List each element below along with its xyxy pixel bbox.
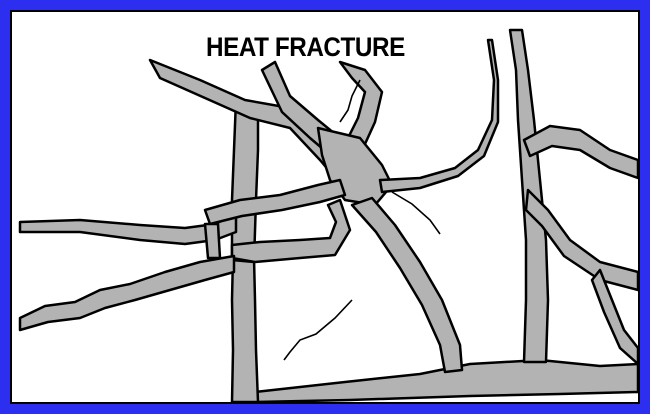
crack-right-upper-branch: [524, 126, 638, 178]
crack-upper-left-horizontal: [205, 180, 345, 224]
hairline-crack-top: [340, 80, 360, 122]
diagram-title: HEAT FRACTURE: [206, 32, 440, 63]
crack-lower-left-wavy: [20, 256, 234, 330]
hairline-crack-center: [392, 192, 440, 234]
hairline-crack-bottom-left: [284, 300, 352, 360]
crack-diagonal-right: [352, 198, 462, 372]
crack-upper-left-vertical: [232, 100, 258, 262]
crack-small-vertical-left: [205, 224, 220, 258]
crack-middle-left: [20, 214, 236, 244]
crack-left-vertical: [232, 255, 258, 402]
